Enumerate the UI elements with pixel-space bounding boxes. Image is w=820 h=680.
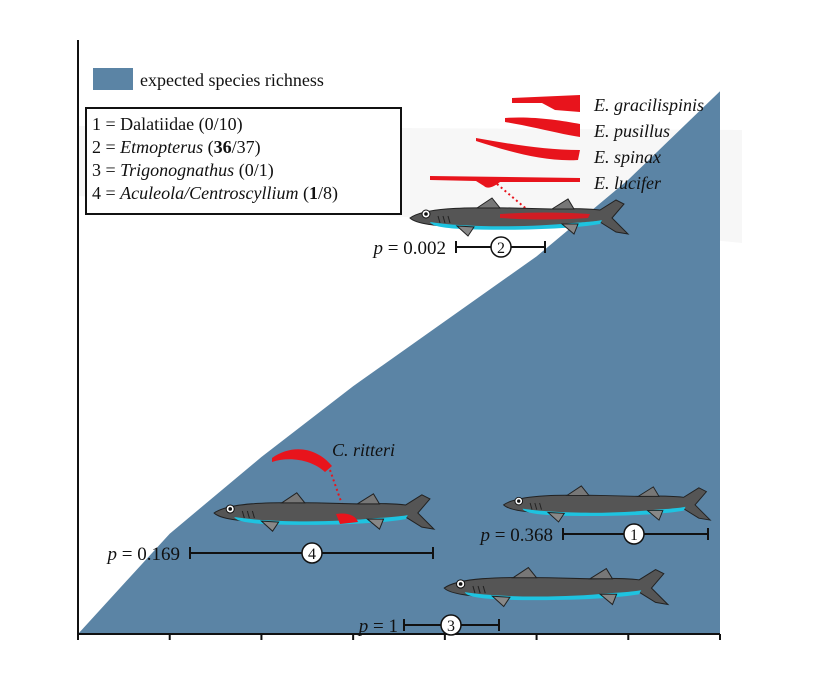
label-pusillus: E. pusillus [593, 121, 670, 141]
lucifer-pointer [496, 183, 531, 213]
clade-number-circle [623, 523, 645, 545]
p-value-label: p = 0.169 [106, 544, 180, 565]
clade-number: 1 [630, 527, 638, 544]
label-lucifer: E. lucifer [593, 173, 662, 193]
clade-2-bar: 2 p = 0.002 [372, 236, 546, 259]
ritteri-light-organ-flank [336, 513, 358, 524]
clade-3-bar: 3 p = 1 [357, 614, 500, 637]
label-spinax: E. spinax [593, 147, 661, 167]
clade-number: 3 [447, 618, 455, 635]
legend-label: expected species richness [140, 70, 324, 90]
lucifer-light-organ [430, 176, 580, 188]
pusillus-light-organ [505, 117, 580, 137]
label-ritteri: C. ritteri [332, 440, 395, 460]
ritteri-light-organ [272, 449, 332, 472]
gracilispinis-light-organ [512, 95, 580, 112]
clade-number-circle [490, 236, 512, 258]
clade-key-row: 1 = Dalatiidae (0/10) [92, 114, 243, 135]
clade-number: 2 [497, 240, 505, 257]
clade-key-row: 4 = Aculeola/Centroscyllium (1/8) [92, 183, 338, 204]
p-value-label: p = 1 [357, 616, 398, 637]
clade-key: 1 = Dalatiidae (0/10)2 = Etmopterus (36/… [92, 114, 338, 204]
p-value-label: p = 0.002 [372, 238, 446, 259]
clade-number: 4 [308, 546, 316, 563]
clade-key-row: 3 = Trigonognathus (0/1) [92, 160, 274, 181]
etmopterus-light-organ-flank [500, 212, 590, 220]
clade-number-circle [301, 542, 323, 564]
x-axis-ticks [77, 634, 721, 640]
clade-key-box [85, 107, 402, 215]
clade-1-bar: 1 p = 0.368 [479, 523, 709, 546]
clade-pvalue-bars: 2 p = 0.002 4 p = 0.169 1 p = 0.368 3 p = 1 [106, 236, 709, 637]
label-gracilispinis: E. gracilispinis [593, 95, 704, 115]
legend-swatch [93, 68, 133, 90]
p-value-label: p = 0.368 [479, 525, 553, 546]
spinax-light-organ [476, 138, 580, 161]
clade-4-bar: 4 p = 0.169 [106, 542, 434, 565]
clade-number-circle [440, 614, 462, 636]
clade-key-row: 2 = Etmopterus (36/37) [92, 137, 261, 158]
